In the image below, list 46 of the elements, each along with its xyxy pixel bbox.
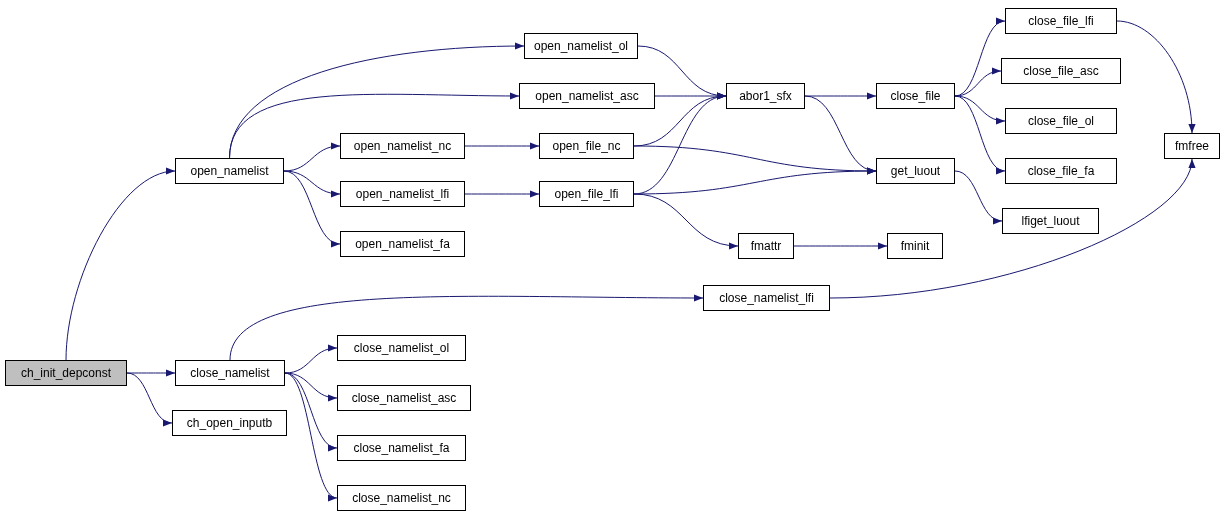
function-box: open_namelist_lfi <box>340 181 465 207</box>
function-box: close_file_lfi <box>1005 8 1117 34</box>
function-box: ch_init_depconst <box>5 360 127 386</box>
arrow <box>126 372 173 425</box>
arrow <box>464 190 540 198</box>
arrow <box>464 142 540 150</box>
function-box: close_namelist_fa <box>337 435 466 461</box>
arrow <box>954 95 1006 173</box>
arrow <box>229 294 704 361</box>
function-box: close_namelist <box>175 360 285 386</box>
function-box: close_file_ol <box>1005 108 1117 134</box>
function-box: open_namelist_ol <box>524 33 638 59</box>
function-box: open_namelist_nc <box>340 133 465 159</box>
function-box: close_namelist_ol <box>337 335 466 361</box>
function-box: fmfree <box>1164 133 1220 159</box>
function-box: close_namelist_nc <box>337 485 466 511</box>
arrow <box>633 193 739 249</box>
function-box: open_namelist <box>175 158 284 184</box>
arrow <box>804 95 877 173</box>
function-box: fmattr <box>738 233 794 259</box>
arrow <box>65 168 176 361</box>
function-box: open_file_nc <box>539 133 634 159</box>
arrow <box>954 68 1002 97</box>
arrow <box>283 170 341 246</box>
arrow <box>637 45 727 99</box>
arrow <box>284 372 338 499</box>
arrow <box>284 345 338 374</box>
arrow <box>283 143 341 172</box>
function-box: fminit <box>887 233 943 259</box>
function-box: lfiget_luout <box>1002 208 1099 234</box>
arrow <box>229 92 520 159</box>
function-box: close_namelist_asc <box>337 385 471 411</box>
function-box: open_namelist_asc <box>519 83 655 109</box>
arrow <box>954 170 1003 223</box>
function-box: close_file_asc <box>1001 58 1121 84</box>
arrow <box>1116 20 1196 134</box>
function-box: get_luout <box>876 158 955 184</box>
function-box: ch_open_inputb <box>172 410 287 436</box>
function-box: open_namelist_fa <box>340 231 465 257</box>
arrow <box>793 242 888 250</box>
function-box: abor1_sfx <box>726 83 805 109</box>
function-box: open_file_lfi <box>539 181 634 207</box>
arrow <box>829 158 1194 299</box>
function-box: close_namelist_lfi <box>703 285 830 311</box>
function-box: close_file <box>876 83 955 109</box>
function-box: close_file_fa <box>1005 158 1117 184</box>
